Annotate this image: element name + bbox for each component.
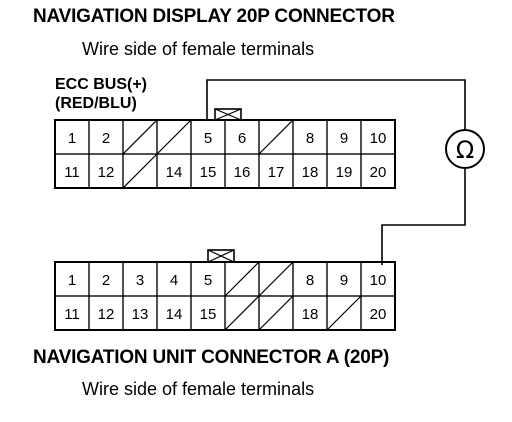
top_connector-pin-number: 11 [64,164,80,181]
bottom_connector-pin-number: 18 [302,306,319,323]
top_connector-pin-number: 16 [234,164,251,181]
top_connector-pin-number: 5 [204,130,212,147]
top_connector-terminal-20: 20 [360,153,396,189]
top_connector-pin-number: 6 [238,130,246,147]
bottom_connector-pin-number: 1 [68,272,76,289]
top-connector-title: NAVIGATION DISPLAY 20P CONNECTOR [33,6,395,27]
top_connector-pin-number: 20 [370,164,387,181]
bottom_connector-pin-number: 9 [340,272,348,289]
top_connector-pin-number: 8 [306,130,314,147]
ohm-symbol: Ω [456,136,474,164]
bottom-connector-title: NAVIGATION UNIT CONNECTOR A (20P) [33,347,390,368]
bottom_connector-pin-number: 15 [200,306,217,323]
top_connector-pin-number: 9 [340,130,348,147]
top_connector-pin-number: 2 [102,130,110,147]
top_connector-pin-number: 10 [370,130,387,147]
probe-wire-bottom [381,168,466,265]
bottom_connector-pin-number: 5 [204,272,212,289]
bottom_connector-pin-number: 11 [64,306,80,323]
probe-wire-top [206,79,466,130]
ecc-bus-label: ECC BUS(+) [55,76,148,93]
bottom_connector-pin-number: 3 [136,272,144,289]
bottom_connector-terminal-20: 20 [360,295,396,331]
top-connector-subtitle: Wire side of female terminals [82,39,315,59]
bottom_connector-pin-number: 14 [166,306,183,323]
bottom_connector-pin-number: 13 [132,306,149,323]
bottom_connector-pin-number: 4 [170,272,178,289]
ohmmeter-icon: Ω [445,129,485,169]
top_connector-pin-number: 1 [68,130,76,147]
bottom_connector-pin-number: 10 [370,272,387,289]
bottom_connector-pin-number: 12 [98,306,115,323]
bottom_connector-pin-number: 20 [370,306,387,323]
top_connector-pin-number: 19 [336,164,353,181]
top_connector-latch-icon [214,108,242,121]
top_connector-pin-number: 14 [166,164,183,181]
top_connector-pin-number: 15 [200,164,217,181]
top_connector-pin-number: 12 [98,164,115,181]
bottom_connector-latch-icon [207,249,235,263]
bottom_connector-pin-number: 8 [306,272,314,289]
wire-color-label: (RED/BLU) [55,95,137,112]
bottom_connector-pin-number: 2 [102,272,110,289]
top_connector-pin-number: 17 [268,164,285,181]
bottom-connector-subtitle: Wire side of female terminals [82,379,315,399]
top_connector-pin-number: 18 [302,164,319,181]
